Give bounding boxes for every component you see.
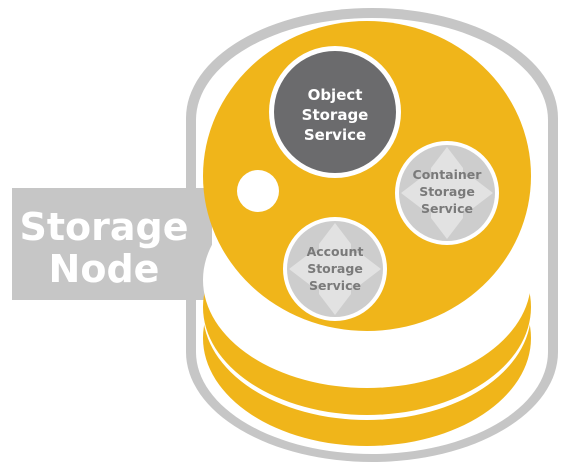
white-dot xyxy=(237,170,279,212)
account-arrows-icon xyxy=(289,223,381,315)
object-storage-service: Object Storage Service xyxy=(269,46,401,178)
storage-node-label-box xyxy=(12,188,212,300)
object-service-line3: Service xyxy=(304,126,366,144)
container-service-line3: Service xyxy=(421,201,473,216)
container-arrows-icon xyxy=(401,147,493,239)
container-service-line2: Storage xyxy=(419,184,475,199)
container-storage-service: Container Storage Service xyxy=(395,141,499,245)
storage-node-label-line2: Node xyxy=(49,247,160,291)
account-service-line2: Storage xyxy=(307,261,363,276)
object-service-circle xyxy=(274,51,396,173)
account-storage-service: Account Storage Service xyxy=(283,217,387,321)
object-service-line2: Storage xyxy=(302,106,369,124)
object-service-line1: Object xyxy=(308,86,363,104)
container-service-line1: Container xyxy=(413,167,483,182)
storage-node-label-line1: Storage xyxy=(20,205,189,249)
account-service-line3: Service xyxy=(309,278,361,293)
account-service-line1: Account xyxy=(307,244,364,259)
